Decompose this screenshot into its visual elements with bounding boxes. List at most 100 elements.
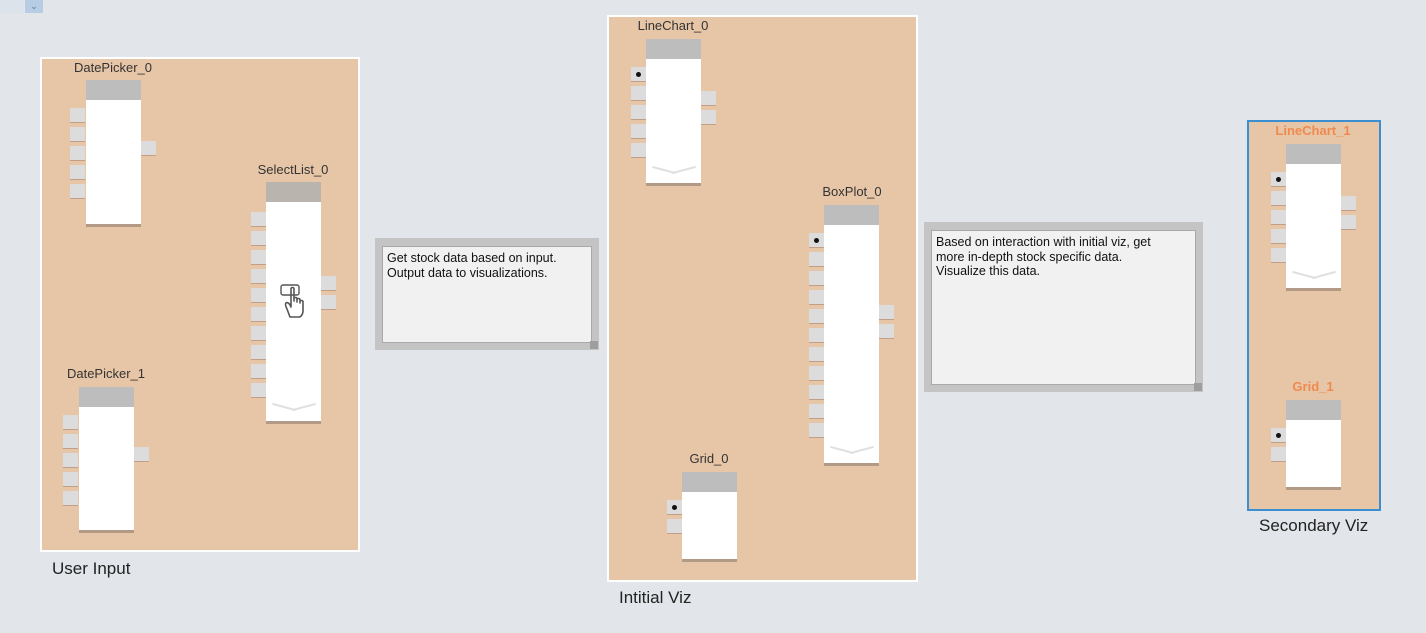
node-grid-1[interactable] bbox=[1286, 400, 1341, 490]
input-port[interactable] bbox=[809, 404, 824, 419]
input-port-connected[interactable] bbox=[631, 67, 646, 82]
node-datepicker-1[interactable] bbox=[79, 387, 134, 533]
note-text-area[interactable]: Based on interaction with initial viz, g… bbox=[931, 230, 1196, 385]
input-port[interactable] bbox=[631, 124, 646, 139]
node-body[interactable] bbox=[1286, 420, 1341, 487]
chevron-down-icon[interactable] bbox=[830, 445, 874, 455]
input-port[interactable] bbox=[251, 383, 266, 398]
input-port[interactable] bbox=[809, 347, 824, 362]
input-port[interactable] bbox=[70, 165, 85, 180]
input-port-connected[interactable] bbox=[809, 233, 824, 248]
output-port[interactable] bbox=[141, 141, 156, 156]
input-port[interactable] bbox=[1271, 248, 1286, 263]
node-header[interactable] bbox=[79, 387, 134, 407]
input-port[interactable] bbox=[63, 472, 78, 487]
output-port[interactable] bbox=[879, 305, 894, 320]
output-port[interactable] bbox=[701, 91, 716, 106]
note-text-line: Get stock data based on input. bbox=[387, 251, 557, 265]
node-header[interactable] bbox=[1286, 400, 1341, 420]
node-body[interactable] bbox=[646, 59, 701, 183]
node-footer bbox=[266, 421, 321, 424]
input-port[interactable] bbox=[809, 290, 824, 305]
chevron-down-icon[interactable] bbox=[272, 402, 316, 412]
chevron-down-icon[interactable]: ⌄ bbox=[25, 0, 43, 13]
node-header[interactable] bbox=[646, 39, 701, 59]
input-port[interactable] bbox=[1271, 191, 1286, 206]
input-port[interactable] bbox=[251, 269, 266, 284]
input-port[interactable] bbox=[251, 307, 266, 322]
input-port[interactable] bbox=[631, 143, 646, 158]
input-port[interactable] bbox=[251, 288, 266, 303]
input-port[interactable] bbox=[809, 423, 824, 438]
node-header[interactable] bbox=[1286, 144, 1341, 164]
input-port[interactable] bbox=[667, 519, 682, 534]
input-port-connected[interactable] bbox=[1271, 428, 1286, 443]
note-text-area[interactable]: Get stock data based on input. Output da… bbox=[382, 246, 592, 343]
input-port[interactable] bbox=[809, 385, 824, 400]
note-stock-data[interactable]: Get stock data based on input. Output da… bbox=[375, 238, 599, 350]
input-port[interactable] bbox=[251, 326, 266, 341]
canvas-menu-control[interactable]: ⌄ bbox=[0, 0, 44, 13]
input-port[interactable] bbox=[63, 491, 78, 506]
output-port[interactable] bbox=[134, 447, 149, 462]
input-port[interactable] bbox=[1271, 229, 1286, 244]
input-port[interactable] bbox=[70, 127, 85, 142]
node-title-boxplot-0: BoxPlot_0 bbox=[822, 184, 882, 199]
node-footer bbox=[1286, 288, 1341, 291]
input-port[interactable] bbox=[251, 231, 266, 246]
input-port[interactable] bbox=[809, 271, 824, 286]
input-port[interactable] bbox=[1271, 447, 1286, 462]
node-linechart-1[interactable] bbox=[1286, 144, 1341, 291]
resize-handle[interactable] bbox=[590, 341, 598, 349]
input-port[interactable] bbox=[251, 345, 266, 360]
note-text-line: Based on interaction with initial viz, g… bbox=[936, 235, 1151, 249]
output-port[interactable] bbox=[701, 110, 716, 125]
node-header[interactable] bbox=[86, 80, 141, 100]
output-port[interactable] bbox=[321, 295, 336, 310]
input-port[interactable] bbox=[251, 250, 266, 265]
input-port[interactable] bbox=[1271, 210, 1286, 225]
output-port[interactable] bbox=[879, 324, 894, 339]
output-port[interactable] bbox=[321, 276, 336, 291]
node-footer bbox=[1286, 487, 1341, 490]
canvas-menu-segment[interactable] bbox=[0, 0, 24, 13]
resize-handle[interactable] bbox=[1194, 383, 1202, 391]
input-port[interactable] bbox=[631, 86, 646, 101]
note-in-depth-data[interactable]: Based on interaction with initial viz, g… bbox=[924, 222, 1203, 392]
node-footer bbox=[824, 463, 879, 466]
input-port-connected[interactable] bbox=[1271, 172, 1286, 187]
input-port[interactable] bbox=[63, 434, 78, 449]
input-port[interactable] bbox=[63, 415, 78, 430]
input-port[interactable] bbox=[251, 212, 266, 227]
node-body[interactable] bbox=[824, 225, 879, 463]
input-port[interactable] bbox=[63, 453, 78, 468]
input-port-connected[interactable] bbox=[667, 500, 682, 515]
node-datepicker-0[interactable] bbox=[86, 80, 141, 227]
node-body[interactable] bbox=[1286, 164, 1341, 288]
chevron-down-icon[interactable] bbox=[1292, 270, 1336, 280]
node-body[interactable] bbox=[79, 407, 134, 530]
input-port[interactable] bbox=[631, 105, 646, 120]
input-port[interactable] bbox=[70, 108, 85, 123]
node-header[interactable] bbox=[824, 205, 879, 225]
group-label-initial-viz: Intitial Viz bbox=[619, 588, 692, 607]
node-header[interactable] bbox=[266, 182, 321, 202]
node-grid-0[interactable] bbox=[682, 472, 737, 562]
node-selectlist-0[interactable] bbox=[266, 182, 321, 424]
input-port[interactable] bbox=[251, 364, 266, 379]
output-port[interactable] bbox=[1341, 196, 1356, 211]
node-title-linechart-0: LineChart_0 bbox=[637, 18, 709, 33]
input-port[interactable] bbox=[809, 309, 824, 324]
node-body[interactable] bbox=[682, 492, 737, 559]
node-linechart-0[interactable] bbox=[646, 39, 701, 186]
node-body[interactable] bbox=[86, 100, 141, 224]
input-port[interactable] bbox=[809, 252, 824, 267]
input-port[interactable] bbox=[809, 366, 824, 381]
input-port[interactable] bbox=[70, 184, 85, 199]
output-port[interactable] bbox=[1341, 215, 1356, 230]
input-port[interactable] bbox=[70, 146, 85, 161]
chevron-down-icon[interactable] bbox=[652, 165, 696, 175]
node-header[interactable] bbox=[682, 472, 737, 492]
input-port[interactable] bbox=[809, 328, 824, 343]
node-boxplot-0[interactable] bbox=[824, 205, 879, 466]
